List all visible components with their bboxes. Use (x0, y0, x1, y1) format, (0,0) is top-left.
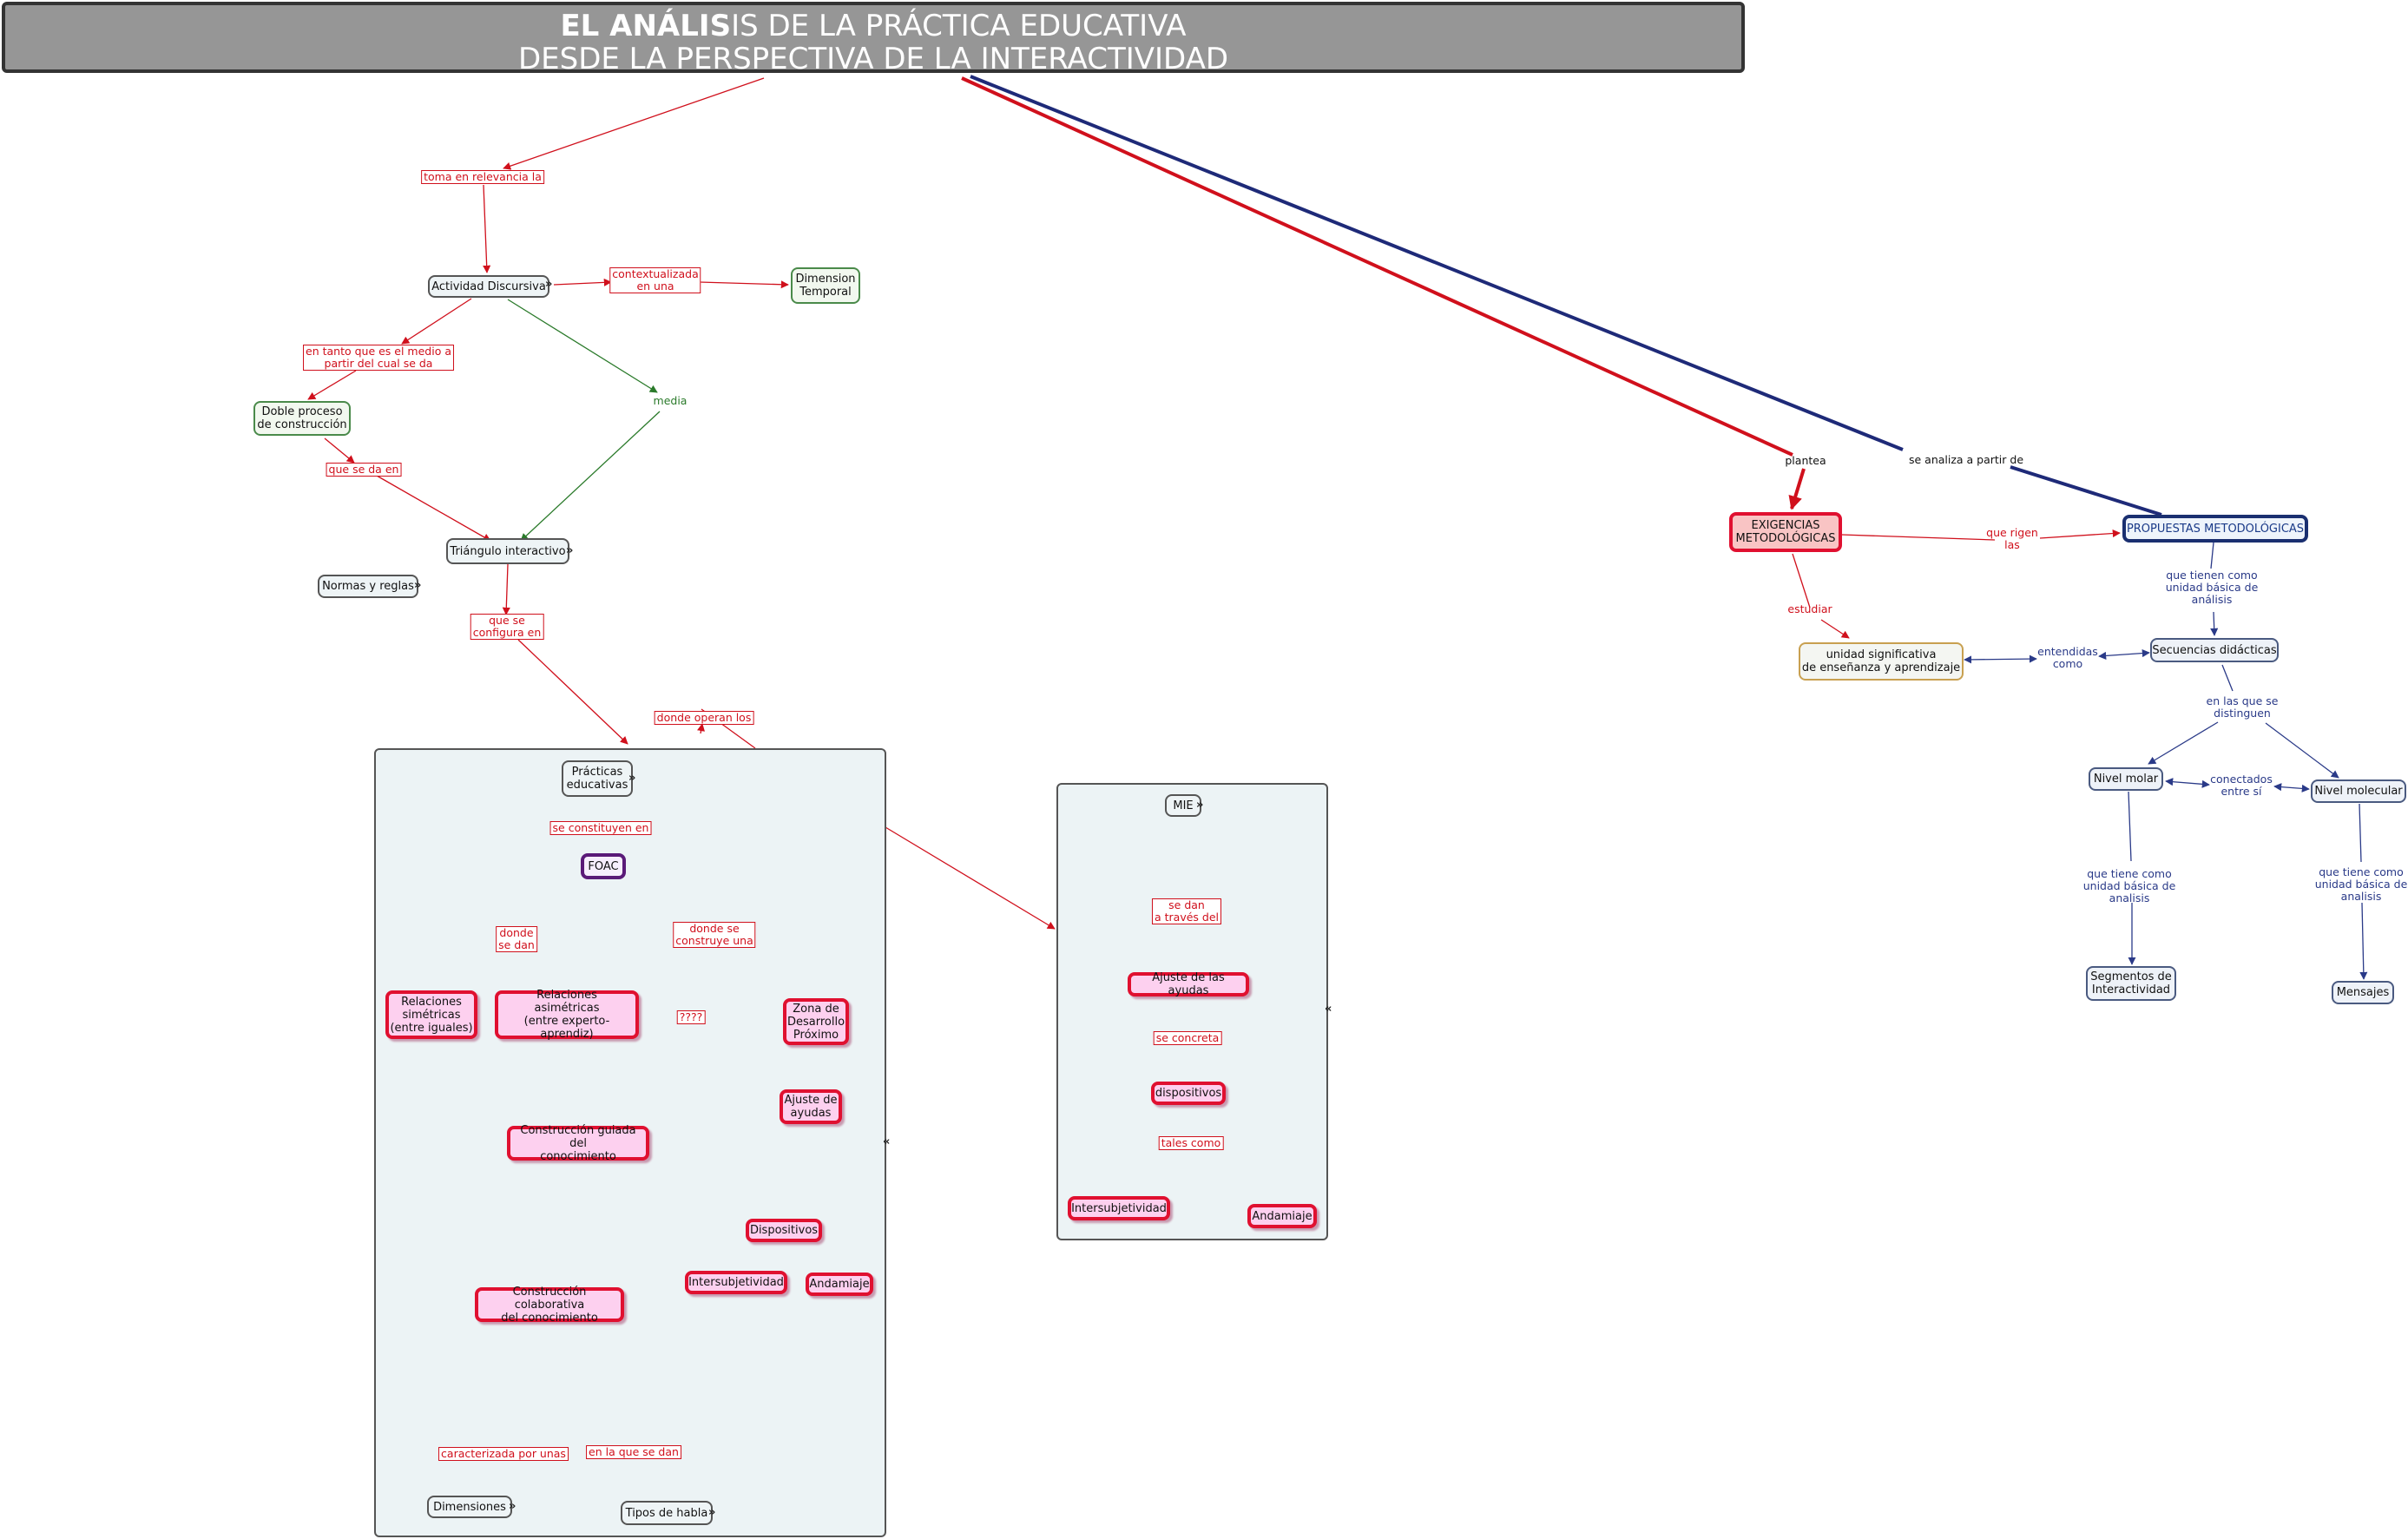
link-en-las-que: en las que se distinguen (2206, 694, 2279, 720)
collapse-icon[interactable]: « (1325, 1003, 1332, 1016)
node-intersubjetividad-left[interactable]: Intersubjetividad (685, 1271, 787, 1294)
link-toma-relevancia: toma en relevancia la (421, 170, 544, 184)
link-conectados: conectados entre sí (2210, 773, 2273, 798)
node-normas-reglas[interactable]: Normas y reglas (318, 575, 418, 598)
node-doble-proceso[interactable]: Doble proceso de construcción (253, 401, 351, 436)
link-media: media (653, 394, 688, 407)
link-que-tiene-molar: que tiene como unidad básica de analisis (2082, 867, 2176, 904)
node-dispositivos-right[interactable]: dispositivos (1151, 1082, 1226, 1105)
link-se-dan-traves: se dan a través del (1151, 898, 1222, 924)
expand-icon[interactable]: » (545, 278, 553, 291)
link-contextualizada: contextualizada en una (609, 267, 701, 293)
node-exigencias-metodologicas[interactable]: EXIGENCIAS METODOLÓGICAS (1729, 512, 1842, 552)
expand-icon[interactable]: » (708, 1506, 716, 1519)
link-plantea: plantea (1785, 454, 1826, 467)
node-actividad-discursiva[interactable]: Actividad Discursiva (428, 275, 549, 298)
link-que-rigen: que rigen las (1986, 526, 2038, 551)
node-intersubjetividad-right[interactable]: Intersubjetividad (1068, 1196, 1170, 1220)
node-triangulo-interactivo[interactable]: Triángulo interactivo (446, 538, 569, 564)
node-ajuste-ayudas-right[interactable]: Ajuste de las ayudas (1128, 971, 1249, 997)
link-donde-se-dan: donde se dan (496, 926, 537, 952)
node-mensajes[interactable]: Mensajes (2332, 981, 2394, 1004)
link-en-la-que: en la que se dan (586, 1445, 681, 1459)
node-relaciones-simetricas[interactable]: Relaciones simétricas (entre iguales) (385, 990, 477, 1039)
link-entendidas: entendidas como (2037, 645, 2098, 670)
node-secuencias-didacticas[interactable]: Secuencias didácticas (2150, 638, 2279, 662)
node-construccion-guiada[interactable]: Construcción guiada del conocimiento (507, 1124, 649, 1163)
node-construccion-colaborativa[interactable]: Construcción colaborativa del conocimien… (475, 1286, 624, 1325)
link-donde-se-construye: donde se construye una (673, 922, 756, 948)
node-ajuste-ayudas-left[interactable]: Ajuste de ayudas (780, 1089, 842, 1124)
link-question-marks: ???? (676, 1010, 706, 1024)
node-practicas-educativas[interactable]: Prácticas educativas (562, 760, 633, 797)
node-nivel-molar[interactable]: Nivel molar (2089, 767, 2163, 791)
link-caracterizada: caracterizada por unas (438, 1447, 569, 1461)
link-que-se-da-en: que se da en (326, 463, 402, 477)
expand-icon[interactable]: » (1196, 799, 1204, 812)
link-en-tanto: en tanto que es el medio a partir del cu… (303, 345, 454, 371)
map-title: EL ANÁLISIS DE LA PRÁCTICA EDUCATIVA DES… (2, 2, 1745, 76)
node-segmentos-interactividad[interactable]: Segmentos de Interactividad (2086, 966, 2176, 1001)
link-donde-operan: donde operan los (654, 711, 754, 725)
link-que-se-configura: que se configura en (470, 614, 544, 640)
link-se-concreta: se concreta (1153, 1031, 1222, 1045)
collapse-icon[interactable]: « (883, 1135, 891, 1148)
node-dimension-temporal[interactable]: Dimension Temporal (791, 267, 860, 304)
node-zona-desarrollo-proximo[interactable]: Zona de Desarrollo Próximo (783, 998, 849, 1045)
link-se-constituyen: se constituyen en (549, 821, 652, 835)
title-bold-part: EL ANÁLIS (560, 9, 732, 43)
panel-mie[interactable] (1056, 783, 1328, 1240)
node-dispositivos-left[interactable]: Dispositivos (746, 1219, 822, 1242)
title-rest: IS DE LA PRÁCTICA EDUCATIVA (731, 9, 1187, 43)
link-tales-como: tales como (1158, 1136, 1224, 1150)
node-nivel-molecular[interactable]: Nivel molecular (2311, 779, 2406, 803)
node-andamiaje-right[interactable]: Andamiaje (1247, 1204, 1317, 1228)
node-foac[interactable]: FOAC (581, 853, 626, 879)
title-line-2: DESDE LA PERSPECTIVA DE LA INTERACTIVIDA… (517, 42, 1229, 76)
node-tipos-habla[interactable]: Tipos de habla (621, 1501, 713, 1525)
expand-icon[interactable]: » (566, 544, 574, 557)
node-relaciones-asimetricas[interactable]: Relaciones asimétricas (entre experto-ap… (495, 989, 639, 1041)
node-unidad-significativa[interactable]: unidad significativa de enseñanza y apre… (1799, 642, 1964, 681)
node-propuestas-metodologicas[interactable]: PROPUESTAS METODOLÓGICAS (2122, 515, 2308, 543)
node-mie[interactable]: MIE (1165, 794, 1201, 817)
expand-icon[interactable]: » (414, 579, 422, 592)
node-andamiaje-left[interactable]: Andamiaje (806, 1273, 873, 1296)
link-que-tiene-molecular: que tiene como unidad básica de analisis (2314, 865, 2408, 903)
link-que-tienen: que tienen como unidad básica de análisi… (2165, 569, 2259, 606)
expand-icon[interactable]: » (509, 1500, 516, 1513)
link-se-analiza: se analiza a partir de (1908, 453, 2024, 466)
expand-icon[interactable]: » (628, 772, 636, 785)
node-dimensiones[interactable]: Dimensiones (427, 1496, 512, 1518)
link-estudiar: estudiar (1787, 602, 1832, 615)
